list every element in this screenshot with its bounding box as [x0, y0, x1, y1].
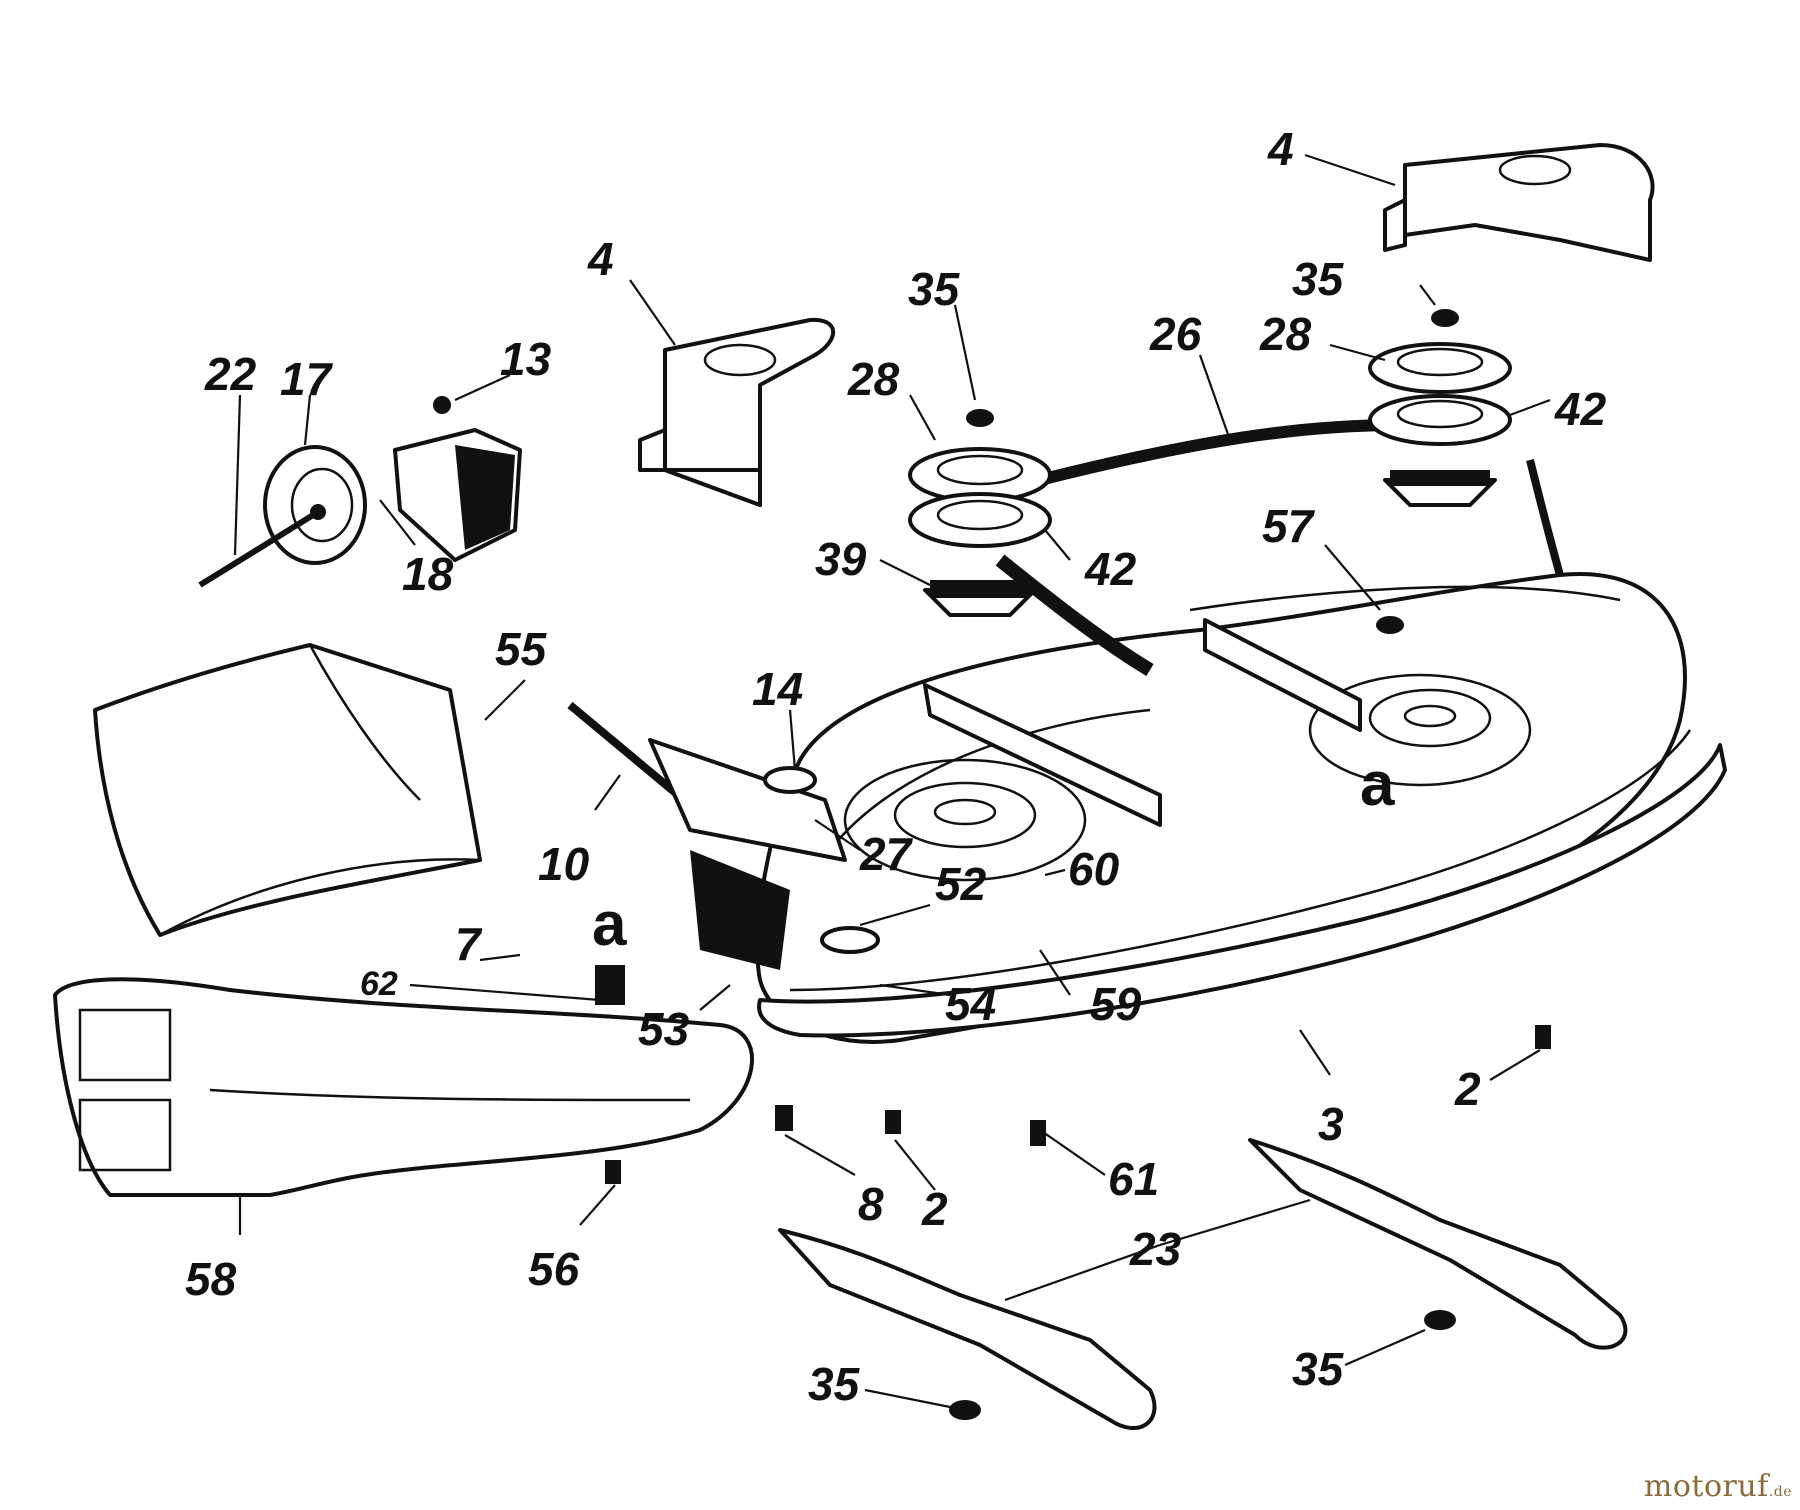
label-62: 62 [360, 965, 398, 1003]
label-55: 55 [495, 623, 548, 675]
label-23: 23 [1129, 1223, 1182, 1275]
label-42-right: 42 [1554, 383, 1607, 435]
spindle-nuts [966, 309, 1459, 634]
label-52: 52 [935, 858, 987, 910]
label-3: 3 [1318, 1098, 1344, 1150]
label-26: 26 [1149, 308, 1202, 360]
label-27: 27 [859, 828, 914, 880]
adjustment-bracket [648, 738, 880, 970]
label-35-blade-right: 35 [1292, 1343, 1345, 1395]
label-2-mid: 2 [921, 1183, 948, 1235]
label-8: 8 [858, 1178, 884, 1230]
label-10: 10 [538, 838, 590, 890]
label-61: 61 [1108, 1153, 1159, 1205]
label-2-right: 2 [1454, 1063, 1481, 1115]
marker-a-left: a [592, 890, 627, 959]
drive-belt [995, 419, 1564, 677]
label-53: 53 [638, 1003, 690, 1055]
label-18: 18 [402, 548, 454, 600]
mower-blades [778, 1138, 1628, 1431]
idler-pulley [198, 396, 522, 588]
side-cover [53, 965, 755, 1197]
label-13: 13 [500, 333, 552, 385]
left-pulley-assembly [908, 447, 1052, 617]
label-60: 60 [1068, 843, 1120, 895]
label-57: 57 [1262, 500, 1316, 552]
watermark-logo: motoruf.de [1643, 1469, 1792, 1504]
label-4-right: 4 [1267, 123, 1294, 175]
marker-a-right: a [1360, 750, 1395, 819]
label-7: 7 [455, 918, 483, 970]
bolts [605, 1025, 1551, 1184]
label-54: 54 [945, 978, 996, 1030]
label-28-left: 28 [847, 353, 900, 405]
discharge-chute [93, 643, 482, 937]
label-22: 22 [204, 348, 257, 400]
label-58: 58 [185, 1253, 237, 1305]
belt-guard-right [1383, 143, 1655, 262]
label-35-mid: 35 [908, 263, 961, 315]
deck-brackets [923, 618, 1362, 827]
label-42-left: 42 [1084, 543, 1137, 595]
right-spindle-recess [1308, 673, 1532, 787]
label-14: 14 [752, 663, 803, 715]
label-35-blade-left: 35 [808, 1358, 861, 1410]
label-59: 59 [1090, 978, 1142, 1030]
belt-guard-left [638, 317, 836, 507]
label-17: 17 [280, 353, 334, 405]
leader-lines [233, 153, 1551, 1410]
label-35-right: 35 [1292, 253, 1345, 305]
label-56: 56 [528, 1243, 580, 1295]
label-39: 39 [815, 533, 867, 585]
right-pulley-assembly [1368, 342, 1512, 507]
part-labels: 4 4 35 35 26 28 28 42 42 39 57 22 17 13 … [185, 123, 1607, 1410]
label-28-right: 28 [1259, 308, 1312, 360]
left-spindle-recess [843, 758, 1087, 882]
label-4-left: 4 [587, 233, 614, 285]
